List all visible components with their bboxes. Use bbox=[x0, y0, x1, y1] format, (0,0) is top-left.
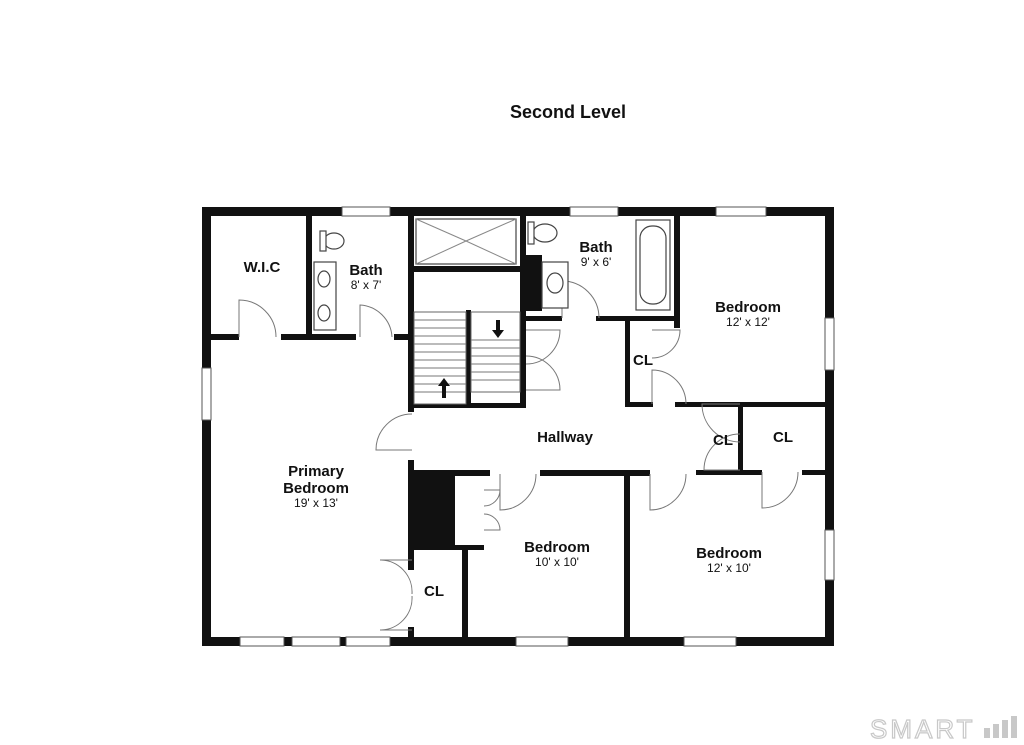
room-cl-hall-name: CL bbox=[713, 432, 733, 449]
room-bedroom-ne-name: Bedroom bbox=[715, 299, 781, 316]
room-wic-name: W.I.C bbox=[244, 259, 281, 276]
room-bath-hall-size: 9' x 6' bbox=[581, 255, 612, 269]
fixtures bbox=[313, 218, 671, 331]
windows bbox=[201, 206, 835, 647]
room-bath-hall-name: Bath bbox=[579, 239, 612, 256]
room-primary-name-line1: Primary bbox=[288, 463, 345, 480]
room-cl-ne-name: CL bbox=[633, 352, 653, 369]
room-bath-primary-name: Bath bbox=[349, 262, 382, 279]
room-bedroom-ne-size: 12' x 12' bbox=[726, 315, 770, 329]
arrow-down-icon bbox=[492, 320, 504, 338]
level-title: Second Level bbox=[510, 102, 626, 122]
room-cl-east-name: CL bbox=[773, 429, 793, 446]
room-cl-primary-name: CL bbox=[424, 583, 444, 600]
room-primary-name-line2: Bedroom bbox=[283, 480, 349, 497]
room-bedroom-se-name: Bedroom bbox=[696, 545, 762, 562]
arrow-up-icon bbox=[438, 378, 450, 398]
sink-icon bbox=[546, 272, 564, 294]
room-bath-primary-size: 8' x 7' bbox=[351, 278, 382, 292]
sink-icon bbox=[317, 304, 331, 322]
doors bbox=[238, 280, 799, 631]
room-labels: W.I.C Bath 8' x 7' Bath 9' x 6' Bedroom … bbox=[244, 239, 793, 600]
toilet-icon bbox=[532, 223, 558, 243]
room-bedroom-s-size: 10' x 10' bbox=[535, 555, 579, 569]
room-hallway-name: Hallway bbox=[537, 429, 594, 446]
interior-walls bbox=[211, 216, 825, 639]
smart-mls-logo: SMART bbox=[869, 713, 1017, 745]
logo-text: SMART bbox=[870, 714, 976, 744]
sink-icon bbox=[317, 270, 331, 288]
stairs bbox=[413, 311, 521, 405]
room-bedroom-se-size: 12' x 10' bbox=[707, 561, 751, 575]
toilet-icon bbox=[323, 232, 345, 250]
room-bedroom-s-name: Bedroom bbox=[524, 539, 590, 556]
room-primary-size: 19' x 13' bbox=[294, 496, 338, 510]
